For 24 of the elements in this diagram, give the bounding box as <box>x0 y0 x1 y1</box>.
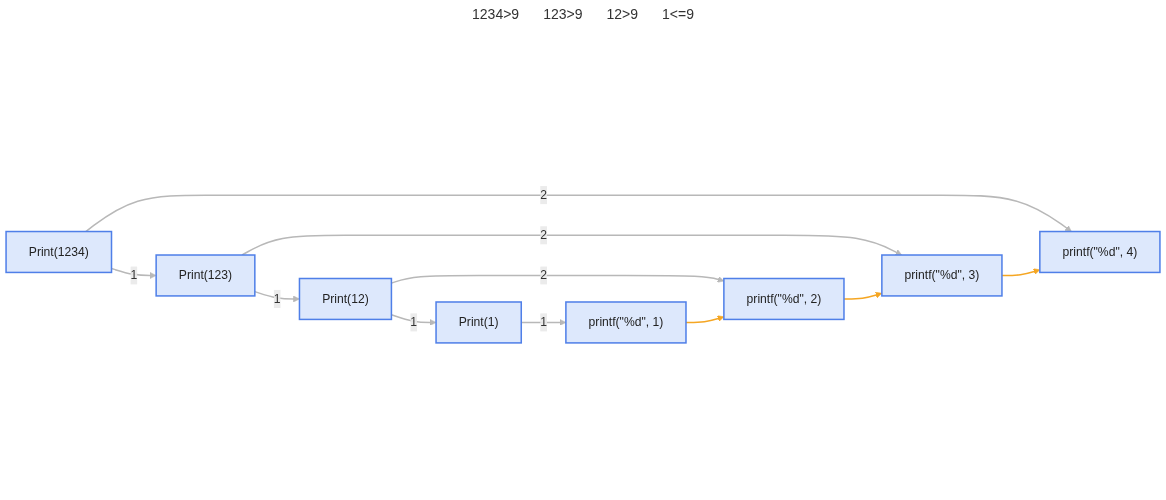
node-box: Print(1234) <box>5 230 113 273</box>
edge-label: 2 <box>540 268 547 282</box>
arrow <box>685 314 725 323</box>
condition-note: 1234>9 <box>472 6 520 22</box>
node-box: Print(123) <box>155 253 256 297</box>
edge-label: 2 <box>540 228 547 241</box>
node-box: printf("%d", 3) <box>881 253 1003 297</box>
arrow <box>241 234 902 256</box>
edge-label: 1 <box>130 268 138 282</box>
node-box: printf("%d", 2) <box>723 277 845 320</box>
arrow <box>85 193 1072 232</box>
edge-label: 1 <box>410 315 418 329</box>
node-box: printf("%d", 4) <box>1039 230 1161 273</box>
node-box: printf("%d", 1) <box>565 300 687 344</box>
edge-label: 1 <box>273 291 281 305</box>
node-box: Print(12) <box>298 277 393 320</box>
arrow <box>1001 267 1041 276</box>
condition-note: 12>9 <box>606 6 638 22</box>
edge-label: 2 <box>540 187 547 201</box>
condition-note: 123>9 <box>543 6 583 22</box>
node-box: Print(1) <box>435 300 522 344</box>
arrow <box>254 290 300 302</box>
edge-label: 1 <box>540 315 547 329</box>
condition-note: 1<=9 <box>662 6 694 22</box>
